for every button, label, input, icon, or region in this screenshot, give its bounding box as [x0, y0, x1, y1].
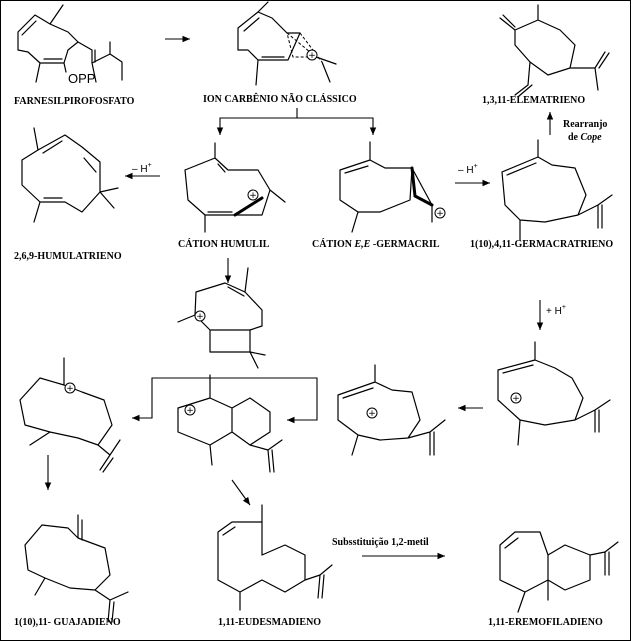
- arrow-to-germacril: [297, 118, 373, 135]
- arrow-to-guaiyl-cation: [132, 378, 317, 418]
- eudesmadieno-label: 1,11-EUDESMADIENO: [218, 617, 321, 628]
- guaiyl-cation: +: [20, 358, 120, 472]
- arrow-to-bicyclic-cation: [287, 398, 317, 420]
- humulatrieno-structure: [22, 128, 118, 222]
- arrow-to-eudesmadieno: [232, 480, 250, 505]
- minus-h-right: – H+: [458, 163, 478, 176]
- charge-right: +: [511, 393, 521, 404]
- cation-germacril-label: CÁTION E,E -GERMACRIL: [312, 238, 440, 250]
- eudesmadieno-structure: [218, 505, 332, 610]
- cation-humulil-label: CÁTION HUMULIL: [178, 238, 270, 250]
- farnesyl-pp-structure: OPP: [18, 5, 122, 86]
- eremofiladieno-structure: [500, 532, 618, 612]
- opp-label: OPP: [68, 71, 95, 86]
- charge-germacril: +: [435, 208, 445, 219]
- svg-text:+: +: [512, 394, 520, 404]
- eremofiladieno-label: 1,11-EREMOFILADIENO: [488, 617, 603, 628]
- arrow-to-humulil: [220, 108, 297, 135]
- germacratrieno-structure: [502, 140, 612, 240]
- cope-label: de Cope: [568, 132, 602, 143]
- svg-text:+: +: [196, 312, 204, 322]
- plus-h: + H+: [546, 304, 566, 317]
- charge-cariofileno: +: [195, 311, 205, 322]
- germacril-structure: +: [340, 142, 445, 232]
- subst-label: Subsstituição 1,2-metil: [332, 537, 429, 548]
- cariofileno-structure: +: [178, 268, 265, 368]
- elematrieno-structure: [500, 5, 609, 96]
- farnesil-label: FARNESILPIROFOSFATO: [14, 96, 135, 107]
- elematrieno-label: 1,3,11-ELEMATRIENO: [482, 95, 585, 106]
- charge-carbenium: +: [307, 50, 317, 61]
- humulatrieno-label: 2,6,9-HUMULATRIENO: [14, 251, 122, 262]
- svg-text:+: +: [66, 384, 74, 394]
- ion-carbenio-label: ION CARBÊNIO NÃO CLÁSSICO: [203, 93, 357, 105]
- eudesmyl-cation: +: [178, 375, 282, 472]
- charge-guaiyl: +: [65, 383, 75, 394]
- guajadieno-structure: [25, 515, 128, 622]
- charge-eudesmyl: +: [185, 405, 195, 416]
- guajadieno-label: 1(10),11- GUAJADIENO: [14, 617, 121, 628]
- svg-text:+: +: [308, 51, 316, 61]
- germacrene-cation-middle: +: [338, 365, 445, 455]
- svg-text:+: +: [368, 409, 376, 419]
- charge-humulil: +: [248, 190, 258, 201]
- charge-middle: +: [367, 408, 377, 419]
- humulil-structure: +: [185, 143, 285, 232]
- germacrene-cation-right: +: [498, 342, 610, 445]
- minus-h-left: – H+: [132, 162, 152, 175]
- carbenium-structure: +: [238, 2, 336, 85]
- svg-text:+: +: [186, 406, 194, 416]
- rearranjo-label: Rearranjo: [563, 119, 607, 130]
- svg-text:+: +: [249, 191, 257, 201]
- svg-text:+: +: [436, 209, 444, 219]
- germacratrieno-label: 1(10),4,11-GERMACRATRIENO: [470, 239, 613, 250]
